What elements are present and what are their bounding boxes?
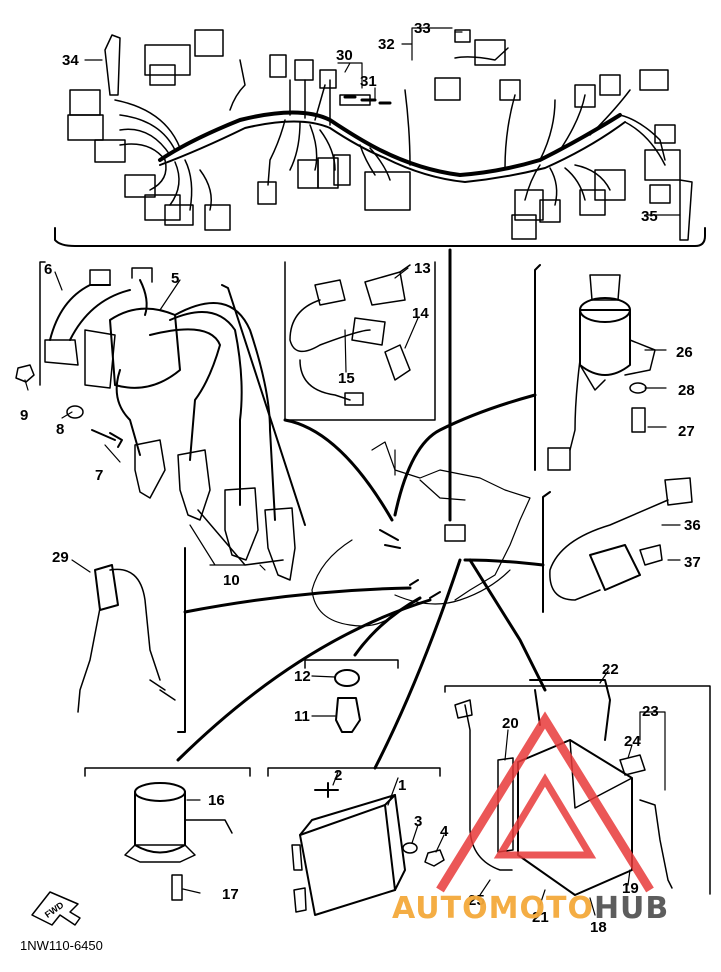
part-19-lead bbox=[639, 799, 673, 889]
neutral-frame bbox=[177, 547, 186, 733]
part-15-harness bbox=[289, 299, 371, 353]
callout-31: 31 bbox=[360, 73, 377, 90]
callout-16: 16 bbox=[208, 792, 225, 809]
part-4-nut bbox=[424, 849, 445, 867]
callout-2: 2 bbox=[334, 767, 342, 784]
part-34-strap bbox=[104, 34, 121, 96]
callout-22: 22 bbox=[602, 661, 619, 678]
part-13-switch bbox=[364, 271, 406, 306]
plug-cap-3 bbox=[224, 487, 259, 561]
callout-10: 10 bbox=[223, 572, 240, 589]
part-3-washer bbox=[402, 842, 418, 854]
part-11-switch bbox=[335, 697, 361, 733]
callout-6: 6 bbox=[44, 261, 52, 278]
callout-21: 21 bbox=[532, 909, 549, 926]
callout-17: 17 bbox=[222, 886, 239, 903]
callout-37: 37 bbox=[684, 554, 701, 571]
callout-13: 13 bbox=[414, 260, 431, 277]
part-20-cover bbox=[497, 757, 514, 853]
coil-frame-right bbox=[221, 284, 306, 526]
cdi-frame bbox=[267, 767, 441, 777]
part-29-switch bbox=[94, 564, 119, 611]
callout-labels: 1 2 3 4 5 6 7 8 9 10 11 12 13 14 15 16 1… bbox=[20, 20, 701, 936]
callout-34: 34 bbox=[62, 52, 79, 69]
watermark-hub: HUB bbox=[594, 891, 669, 926]
relay-frame bbox=[84, 767, 251, 777]
plug-cap-4 bbox=[264, 507, 296, 581]
part-8-washer bbox=[66, 405, 84, 419]
part-28-washer bbox=[629, 382, 647, 394]
callout-8: 8 bbox=[56, 421, 64, 438]
callout-14: 14 bbox=[412, 305, 429, 322]
callout-3: 3 bbox=[414, 813, 422, 830]
callout-26: 26 bbox=[676, 344, 693, 361]
callout-9: 9 bbox=[20, 407, 28, 424]
diagram-code: 1NW110-6450 bbox=[20, 938, 103, 953]
callout-28: 28 bbox=[678, 382, 695, 399]
plug-cap-1 bbox=[134, 439, 166, 499]
part-16-relay bbox=[124, 782, 233, 863]
callout-11: 11 bbox=[294, 708, 310, 725]
watermark-logo-icon bbox=[436, 711, 654, 893]
watermark-text: AUTOMOTOHUB bbox=[392, 891, 669, 926]
callout-24: 24 bbox=[624, 733, 641, 750]
callout-1: 1 bbox=[398, 777, 406, 794]
watermark-auto: AUTOMOTO bbox=[392, 891, 594, 926]
ignition-coil bbox=[44, 267, 181, 389]
part-2-bolt bbox=[314, 782, 339, 798]
part-17-screw bbox=[171, 874, 183, 901]
sensor-frame bbox=[284, 261, 436, 421]
part-24-bracket bbox=[619, 754, 646, 776]
callout-12: 12 bbox=[294, 668, 311, 685]
part-25-lead bbox=[464, 704, 513, 871]
callout-33: 33 bbox=[414, 20, 431, 37]
part-12-gasket bbox=[334, 669, 360, 687]
callout-30: 30 bbox=[336, 47, 353, 64]
battery-frame bbox=[444, 685, 711, 895]
callout-25: 25 bbox=[468, 892, 485, 909]
plug-cap-2 bbox=[177, 449, 211, 521]
part-9-nut bbox=[15, 364, 35, 383]
callout-4: 4 bbox=[440, 823, 449, 840]
sidestand-frame bbox=[542, 491, 551, 613]
part-14-sensor bbox=[384, 344, 411, 381]
part-37-screw bbox=[639, 544, 663, 566]
callout-15: 15 bbox=[338, 370, 355, 387]
callout-35: 35 bbox=[641, 208, 658, 225]
part-36-switch bbox=[589, 544, 641, 591]
oilswitch-frame bbox=[304, 659, 399, 669]
main-switch bbox=[579, 274, 656, 391]
callout-29: 29 bbox=[52, 549, 69, 566]
callout-20: 20 bbox=[502, 715, 519, 732]
callout-27: 27 bbox=[678, 423, 695, 440]
part-35-strap bbox=[679, 179, 693, 241]
callout-18: 18 bbox=[590, 919, 607, 936]
coil-frame-left bbox=[39, 261, 46, 386]
part-1-cdi bbox=[291, 794, 406, 916]
fwd-arrow-icon bbox=[31, 891, 81, 926]
callout-19: 19 bbox=[622, 880, 639, 897]
ignition-frame bbox=[534, 264, 541, 471]
callout-23: 23 bbox=[642, 703, 659, 720]
callout-7: 7 bbox=[95, 467, 103, 484]
callout-5: 5 bbox=[171, 270, 179, 287]
harness-frame bbox=[54, 227, 706, 247]
callout-36: 36 bbox=[684, 517, 701, 534]
callout-32: 32 bbox=[378, 36, 395, 53]
part-22-band bbox=[529, 679, 611, 741]
part-7-bolt bbox=[91, 429, 123, 448]
part-27-bolt bbox=[631, 407, 646, 433]
chassis-outline-lower bbox=[311, 539, 401, 627]
